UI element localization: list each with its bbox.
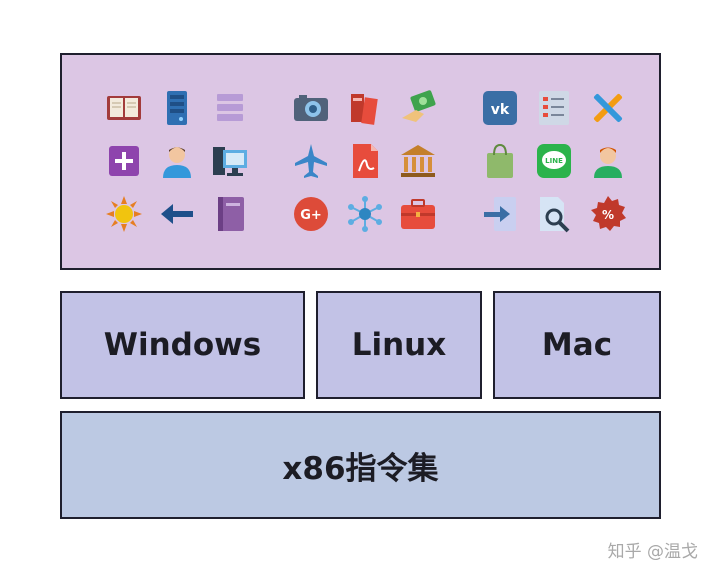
plus-icon: [104, 141, 144, 181]
person-icon: [588, 141, 628, 181]
book-icon: [104, 88, 144, 128]
application-layer: vk LINE G+: [60, 53, 661, 270]
os-linux-label: Linux: [351, 327, 447, 363]
instruction-set-label: x86指令集: [282, 450, 439, 487]
sun-icon: [104, 194, 144, 234]
pdf-icon: [345, 141, 385, 181]
discount-badge-icon: %: [588, 194, 628, 234]
google-plus-icon: G+: [291, 194, 331, 234]
books-icon: [345, 88, 385, 128]
server-icon: [157, 88, 197, 128]
network-icon: [345, 194, 385, 234]
bank-icon: [398, 141, 438, 181]
os-linux-block: Linux: [316, 291, 482, 399]
svg-text:%: %: [602, 208, 614, 222]
airplane-icon: [291, 141, 331, 181]
briefcase-icon: [398, 194, 438, 234]
login-arrow-icon: [480, 194, 520, 234]
camera-icon: [291, 88, 331, 128]
user-icon: [157, 141, 197, 181]
vk-icon: vk: [480, 88, 520, 128]
desktop-computer-icon: [210, 141, 250, 181]
os-windows-block: Windows: [60, 291, 305, 399]
os-mac-label: Mac: [541, 327, 613, 363]
os-mac-block: Mac: [493, 291, 661, 399]
checklist-icon: [534, 88, 574, 128]
money-icon: [398, 88, 438, 128]
arrow-left-icon: [157, 194, 197, 234]
svg-text:vk: vk: [491, 102, 510, 118]
shopping-bag-icon: [480, 141, 520, 181]
instruction-set-block: x86指令集: [60, 411, 661, 519]
watermark: 知乎 @温戈: [607, 542, 698, 562]
book-closed-icon: [210, 194, 250, 234]
tools-icon: [588, 88, 628, 128]
search-document-icon: [534, 194, 574, 234]
database-icon: [210, 88, 250, 128]
line-icon: LINE: [534, 141, 574, 181]
svg-text:G+: G+: [300, 208, 322, 223]
svg-text:LINE: LINE: [545, 157, 563, 165]
os-windows-label: Windows: [103, 327, 262, 363]
